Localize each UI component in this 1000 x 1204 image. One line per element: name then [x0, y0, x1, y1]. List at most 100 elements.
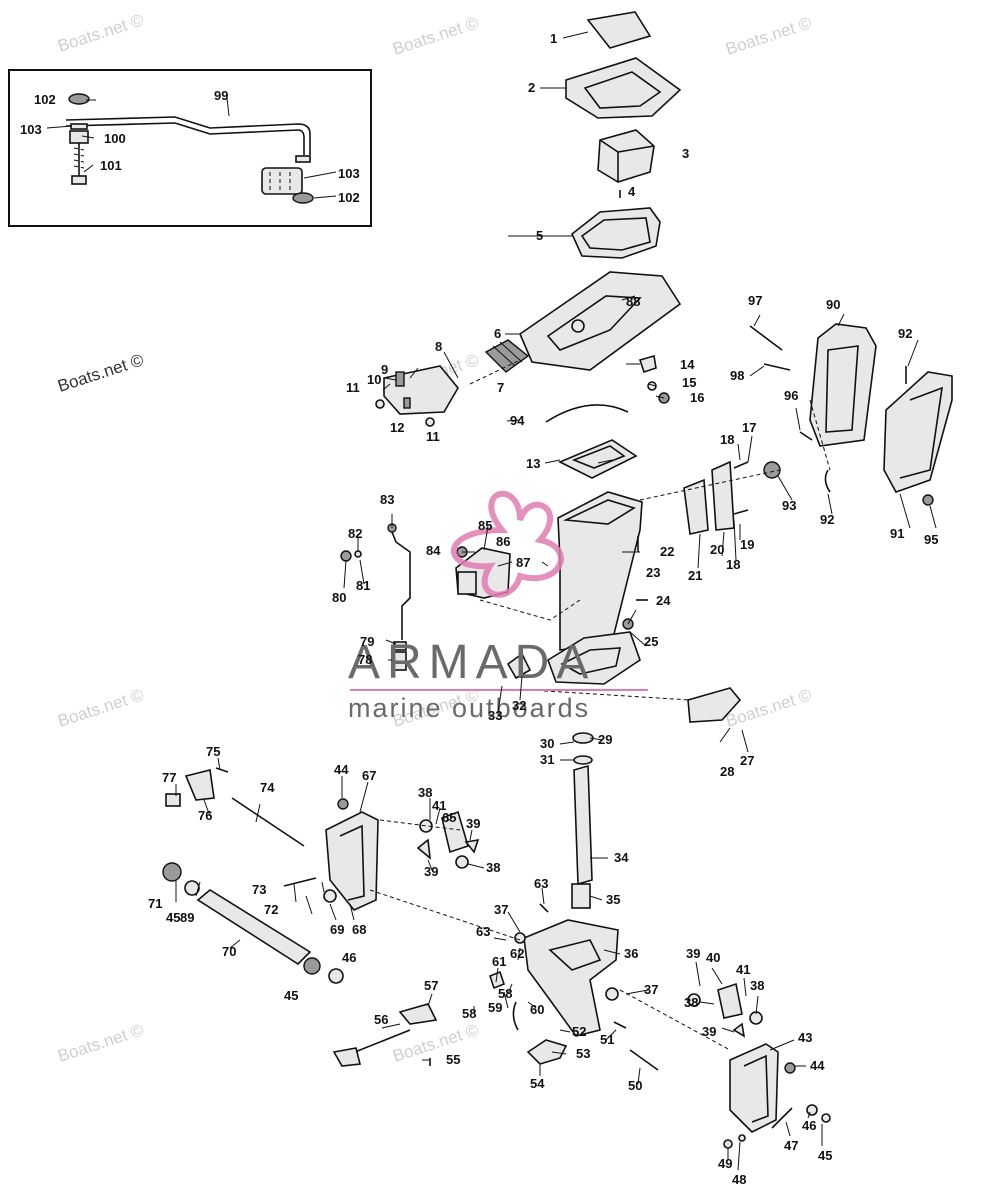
callout-56: 56 [374, 1012, 388, 1027]
callout-13: 13 [526, 456, 540, 471]
watermark: Boats.net © [723, 13, 814, 59]
callout-27: 27 [740, 753, 754, 768]
callout-25: 25 [644, 634, 658, 649]
callout-99: 99 [214, 88, 228, 103]
callout-85: 85 [478, 518, 492, 533]
callout-22: 22 [660, 544, 674, 559]
armada-logo: ARMADA marine outboards [348, 490, 648, 723]
callout-44: 44 [334, 762, 349, 777]
callout-10: 10 [367, 372, 381, 387]
watermarks: Boats.net © Boats.net © Boats.net © Boat… [55, 10, 814, 1066]
inset-frame [8, 69, 372, 227]
callout-38: 38 [418, 785, 432, 800]
callout-45: 45 [818, 1148, 832, 1163]
callout-88: 88 [626, 294, 640, 309]
callout-83: 83 [380, 492, 394, 507]
callout-63: 63 [476, 924, 490, 939]
callout-38: 38 [750, 978, 764, 993]
callout-32: 32 [512, 698, 526, 713]
callout-70: 70 [222, 944, 236, 959]
callout-52: 52 [572, 1024, 586, 1039]
callout-86: 86 [496, 534, 510, 549]
callout-4: 4 [628, 184, 636, 199]
callout-16: 16 [690, 390, 704, 405]
exhaust-covers [749, 323, 953, 506]
callout-29: 29 [598, 732, 612, 747]
callout-58: 58 [498, 986, 512, 1001]
callout-43: 43 [798, 1030, 812, 1045]
callout-1: 1 [550, 31, 557, 46]
alignment-lines [369, 359, 831, 1051]
callout-45: 45 [284, 988, 298, 1003]
callout-55: 55 [446, 1052, 460, 1067]
callout-38: 38 [684, 995, 698, 1010]
watermark: Boats.net © [55, 350, 146, 396]
callout-38: 38 [486, 860, 500, 875]
callout-23: 23 [646, 565, 660, 580]
callout-93: 93 [782, 498, 796, 513]
watermark: Boats.net © [55, 685, 146, 731]
callout-9: 9 [381, 362, 388, 377]
callout-2: 2 [528, 80, 535, 95]
watermark: Boats.net © [723, 685, 814, 731]
callout-92: 92 [820, 512, 834, 527]
callout-91: 91 [890, 526, 904, 541]
callout-102: 102 [34, 92, 56, 107]
watermark: Boats.net © [55, 1020, 146, 1066]
callout-96: 96 [784, 388, 798, 403]
callout-81: 81 [356, 578, 370, 593]
callout-103: 103 [20, 122, 42, 137]
callout-18: 18 [726, 557, 740, 572]
callout-3: 3 [682, 146, 689, 161]
callout-61: 61 [492, 954, 506, 969]
callout-39: 39 [702, 1024, 716, 1039]
callout-82: 82 [348, 526, 362, 541]
callout-63: 63 [534, 876, 548, 891]
callout-48: 48 [732, 1172, 746, 1187]
callout-35: 35 [606, 892, 620, 907]
callout-50: 50 [628, 1078, 642, 1093]
callout-36: 36 [624, 946, 638, 961]
callout-98: 98 [730, 368, 744, 383]
callout-45: 45 [166, 910, 180, 925]
callout-49: 49 [718, 1156, 732, 1171]
callout-103: 103 [338, 166, 360, 181]
callout-57: 57 [424, 978, 438, 993]
driveshaft-housing [506, 460, 749, 723]
callout-90: 90 [826, 297, 840, 312]
callout-39: 39 [466, 816, 480, 831]
callout-8: 8 [435, 339, 442, 354]
callout-12: 12 [390, 420, 404, 435]
logo-tagline: marine outboards [348, 693, 590, 723]
callout-7: 7 [497, 380, 504, 395]
callout-17: 17 [742, 420, 756, 435]
upper-adapter-assembly [375, 11, 682, 479]
callout-44: 44 [810, 1058, 825, 1073]
callout-89: 89 [180, 910, 194, 925]
callout-62: 62 [510, 946, 524, 961]
transom-bracket-assembly [162, 732, 831, 1149]
watermark: Boats.net © [390, 1020, 481, 1066]
callout-102: 102 [338, 190, 360, 205]
callout-40: 40 [706, 950, 720, 965]
steering-link-inset [8, 69, 372, 227]
callout-54: 54 [530, 1076, 545, 1091]
callout-leaders [46, 31, 937, 1171]
callout-5: 5 [536, 228, 543, 243]
callout-39: 39 [424, 864, 438, 879]
callout-15: 15 [682, 375, 696, 390]
watermark: Boats.net © [390, 13, 481, 59]
callout-28: 28 [720, 764, 734, 779]
callout-labels: 1 2 3 4 5 6 7 8 9 10 11 11 12 13 14 15 1… [20, 31, 938, 1187]
callout-37: 37 [644, 982, 658, 997]
callout-84: 84 [426, 543, 441, 558]
callout-80: 80 [332, 590, 346, 605]
logo-wordmark: ARMADA [348, 636, 595, 689]
callout-74: 74 [260, 780, 275, 795]
callout-30: 30 [540, 736, 554, 751]
callout-75: 75 [206, 744, 220, 759]
callout-53: 53 [576, 1046, 590, 1061]
callout-19: 19 [740, 537, 754, 552]
callout-78: 78 [358, 652, 372, 667]
callout-14: 14 [680, 357, 695, 372]
